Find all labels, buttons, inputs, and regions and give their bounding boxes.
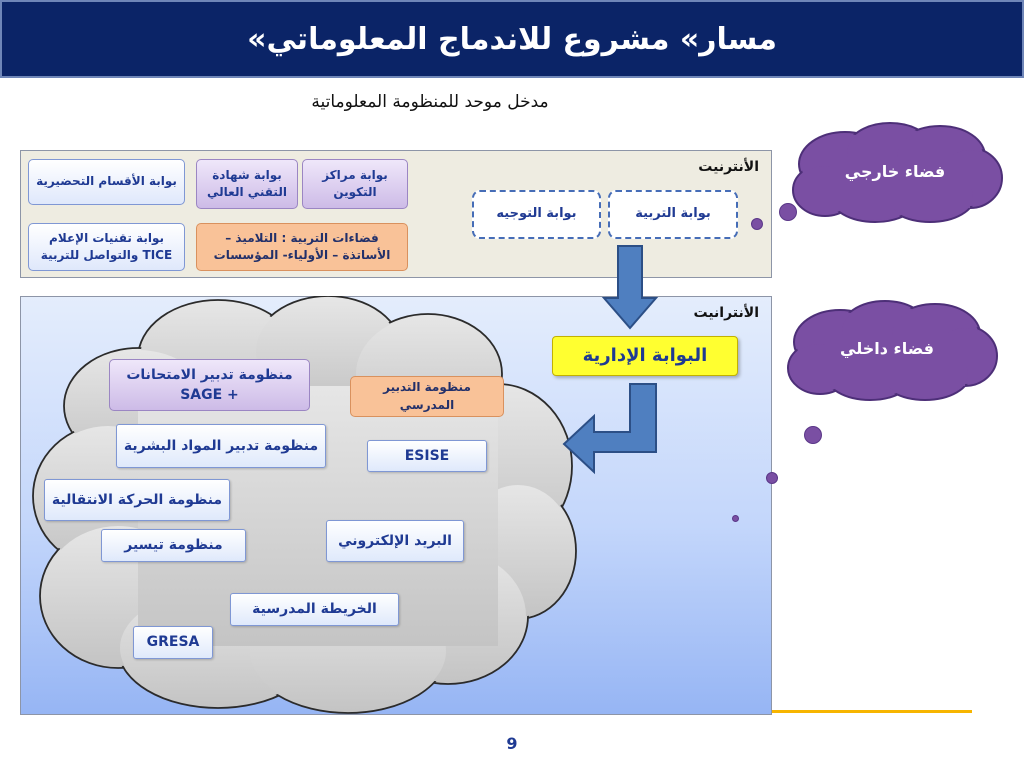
education-portal-box[interactable]: بوابة التربية: [608, 190, 738, 239]
thought-dot: [779, 203, 797, 221]
bent-left-arrow-icon: [562, 383, 657, 475]
admin-portal-box[interactable]: البوابة الإدارية: [552, 336, 738, 376]
education-spaces-box[interactable]: فضاءات التربية : التلاميذ – الأساتذة – ا…: [196, 223, 408, 271]
esise-system-box[interactable]: ESISE: [367, 440, 487, 472]
external-space-label: فضاء خارجي: [844, 162, 946, 181]
higher-tech-cert-portal-box[interactable]: بوابة شهادة التقني العالي: [196, 159, 298, 209]
thought-dot: [766, 472, 778, 484]
exams-system-box[interactable]: منظومة تدبير الامتحانات SAGE +: [109, 359, 310, 411]
decorative-line: [772, 710, 972, 713]
mobility-system-box[interactable]: منظومة الحركة الانتقالية: [44, 479, 230, 521]
gresa-system-box[interactable]: GRESA: [133, 626, 213, 659]
internal-space-cloud-icon: [787, 300, 998, 401]
internet-label: الأنترنيت: [698, 159, 759, 175]
down-arrow-icon: [601, 245, 659, 330]
page-number: 9: [506, 734, 518, 753]
hr-system-box[interactable]: منظومة تدبير المواد البشرية: [116, 424, 326, 468]
thought-dot: [804, 426, 822, 444]
guidance-portal-box[interactable]: بوابة التوجيه: [472, 190, 601, 239]
training-centers-portal-box[interactable]: بوابة مراكز التكوين: [302, 159, 408, 209]
taysir-system-box[interactable]: منظومة تيسير: [101, 529, 246, 562]
preparatory-portal-box[interactable]: بوابة الأقسام التحضيرية: [28, 159, 185, 205]
school-management-system-box[interactable]: منظومة التدبير المدرسي: [350, 376, 504, 417]
thought-dot: [751, 218, 763, 230]
tice-portal-box[interactable]: بوابة تقنيات الإعلام والتواصل للتربية TI…: [28, 223, 185, 271]
internal-space-label: فضاء داخلي: [840, 339, 934, 358]
thought-dot: [732, 515, 739, 522]
school-map-system-box[interactable]: الخريطة المدرسية: [230, 593, 399, 626]
slide-title: «مسار» مشروع للاندماج المعلوماتي: [247, 21, 777, 57]
slide-title-bar: «مسار» مشروع للاندماج المعلوماتي: [0, 0, 1024, 78]
slide-subtitle: مدخل موحد للمنظومة المعلوماتية: [311, 92, 549, 112]
intranet-label: الأنترانيت: [693, 305, 760, 321]
email-system-box[interactable]: البريد الإلكتروني: [326, 520, 464, 562]
external-space-cloud-icon: [792, 122, 1003, 223]
